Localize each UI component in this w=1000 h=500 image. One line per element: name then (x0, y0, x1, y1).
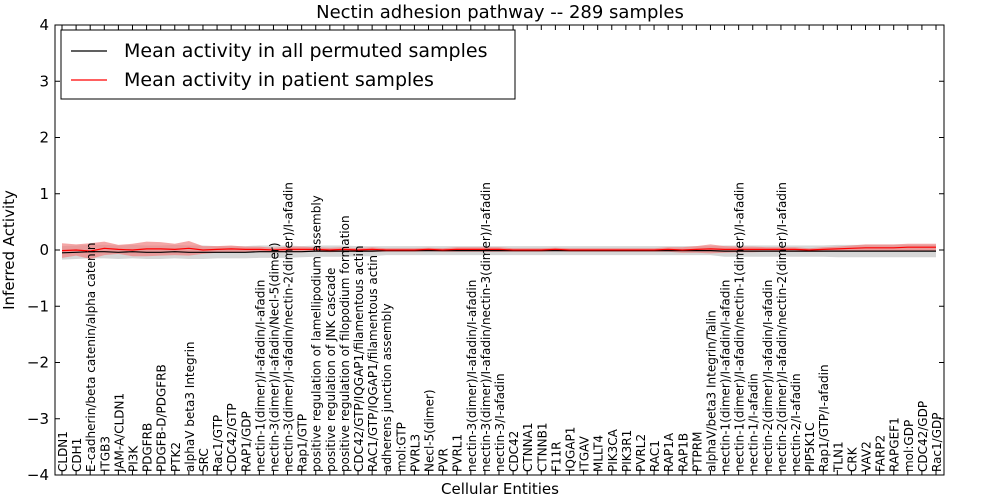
x-tick-label: PTK2 (169, 442, 183, 472)
x-tick-label: RAP1A (662, 432, 676, 472)
legend-label-1: Mean activity in all permuted samples (124, 40, 487, 62)
x-tick-label: CDH1 (70, 438, 84, 472)
x-tick-label: RAPGEF1 (888, 417, 902, 472)
x-tick-label: PIK3CA (606, 428, 620, 472)
x-tick-label: CTNNB1 (535, 422, 549, 472)
x-tick-label: PIK3R1 (620, 430, 634, 472)
x-tick-label: mol:GDP (902, 420, 916, 472)
x-tick-label: IQGAP1 (563, 427, 577, 472)
x-tick-label: TLN1 (831, 441, 845, 473)
y-tick-label: −3 (27, 410, 49, 428)
x-tick-label: RAP1B (676, 433, 690, 472)
chart-title: Nectin adhesion pathway -- 289 samples (316, 2, 684, 23)
x-tick-label: CDC42/GTP/IQGAP1/filamentous actin (352, 246, 366, 472)
x-tick-label: PVRL1 (451, 434, 465, 472)
y-tick-label: 4 (39, 16, 49, 34)
y-tick-label: −2 (27, 354, 49, 372)
x-tick-label: E-cadherin/beta catenin/alpha catenin (84, 242, 98, 472)
x-tick-label: RAC1 (648, 440, 662, 472)
x-tick-label: PI3K (126, 445, 140, 472)
y-tick-label: 1 (39, 185, 49, 203)
x-tick-label: mol:GTP (394, 422, 408, 472)
x-tick-label: nectin-3(dimer)/I-afadin/I-afadin (465, 280, 479, 472)
x-tick-label: nectin-1(dimer)/I-afadin/I-afadin (719, 280, 733, 472)
x-tick-label: PDGFB-D/PDGFRB (155, 364, 169, 472)
legend: Mean activity in all permuted samplesMea… (60, 29, 516, 100)
y-axis-label: Inferred Activity (0, 190, 18, 310)
x-tick-label: PIP5K1C (803, 422, 817, 472)
x-tick-label: CDC42/GTP (225, 403, 239, 472)
x-tick-label: alphaV/beta3 Integrin/Talin (704, 310, 718, 472)
x-tick-label: nectin-2/I-afadin (789, 373, 803, 472)
x-tick-label: PVRL2 (634, 434, 648, 472)
x-tick-label: JAM-A/CLDN1 (112, 393, 126, 473)
y-tick-label: −1 (27, 297, 49, 315)
x-tick-label: Rap1/GTP/I-afadin (817, 364, 831, 472)
x-tick-label: nectin-3(dimer)/I-afadin/nectin-2(dimer)… (282, 182, 296, 472)
x-tick-label: nectin-1(dimer)/I-afadin/I-afadin (253, 280, 267, 472)
x-tick-label: CLDN1 (56, 431, 70, 472)
legend-label-2: Mean activity in patient samples (124, 69, 434, 91)
y-ticks: 4 3 2 1 0 −1 −2 −3 −4 (27, 16, 944, 484)
x-tick-label: PTPRM (690, 432, 704, 473)
x-tick-label: RAP1/GDP (239, 411, 253, 472)
x-tick-label: nectin-1/I-afadin (747, 373, 761, 472)
x-tick-label: nectin-3(dimer)/I-afadin/nectin-3(dimer)… (479, 182, 493, 472)
x-axis-label: Cellular Entities (441, 480, 559, 498)
x-tick-label: Necl-5(dimer) (423, 389, 437, 472)
x-tick-label: Rac1/GTP (211, 415, 225, 472)
x-tick-label: nectin-1(dimer)/I-afadin/nectin-1(dimer)… (733, 182, 747, 472)
x-tick-label: nectin-2(dimer)/I-afadin/nectin-2(dimer)… (775, 182, 789, 472)
x-tick-label: nectin-3/I-afadin (493, 373, 507, 472)
x-tick-label: FARP2 (874, 435, 888, 472)
y-tick-label: 0 (39, 241, 49, 259)
x-tick-label: ITGB3 (98, 436, 112, 472)
x-tick-label: PVR (437, 448, 451, 472)
x-tick-label: CDC42/GDP (916, 401, 930, 472)
x-tick-label: PDGFRB (141, 423, 155, 472)
plot-frame (54, 24, 945, 476)
x-tick-label: nectin-3(dimer)/I-afadin/Necl-5(dimer) (267, 242, 281, 472)
legend-box (60, 29, 516, 100)
series-line-1 (61, 250, 936, 254)
x-tick-label: positive regulation of filopodium format… (338, 215, 352, 472)
x-tick-label: CTNNA1 (521, 422, 535, 472)
y-tick-label: 2 (39, 129, 49, 147)
x-tick-label: positive regulation of lamellipodium ass… (310, 195, 324, 472)
x-tick-label: CRK (845, 446, 859, 472)
x-tick-label: alphaV beta3 Integrin (183, 341, 197, 472)
series-lines (61, 246, 936, 254)
x-tick-label: nectin-2(dimer)/I-afadin/I-afadin (761, 280, 775, 472)
y-tick-label: −4 (27, 466, 49, 484)
x-tick-label: Rap1/GTP (296, 414, 310, 472)
x-tick-label: ITGAV (578, 435, 592, 472)
x-tick-label: VAV2 (860, 441, 874, 472)
x-tick-label: PVRL3 (408, 434, 422, 472)
x-tick-label: MLLT4 (592, 435, 606, 472)
x-tick-label: adherens junction assembly (380, 303, 394, 472)
x-tick-label: RAC1/GTP/IQGAP1/filamentous actin (366, 255, 380, 472)
x-tick-label: Rac1/GDP (930, 413, 944, 472)
x-tick-label: F11R (549, 441, 563, 472)
series-line-2 (61, 246, 936, 252)
x-tick-label: positive regulation of JNK cascade (324, 268, 338, 472)
x-tick-label: CDC42 (507, 431, 521, 472)
x-tick-label: SRC (197, 448, 211, 472)
y-tick-label: 3 (39, 72, 49, 90)
